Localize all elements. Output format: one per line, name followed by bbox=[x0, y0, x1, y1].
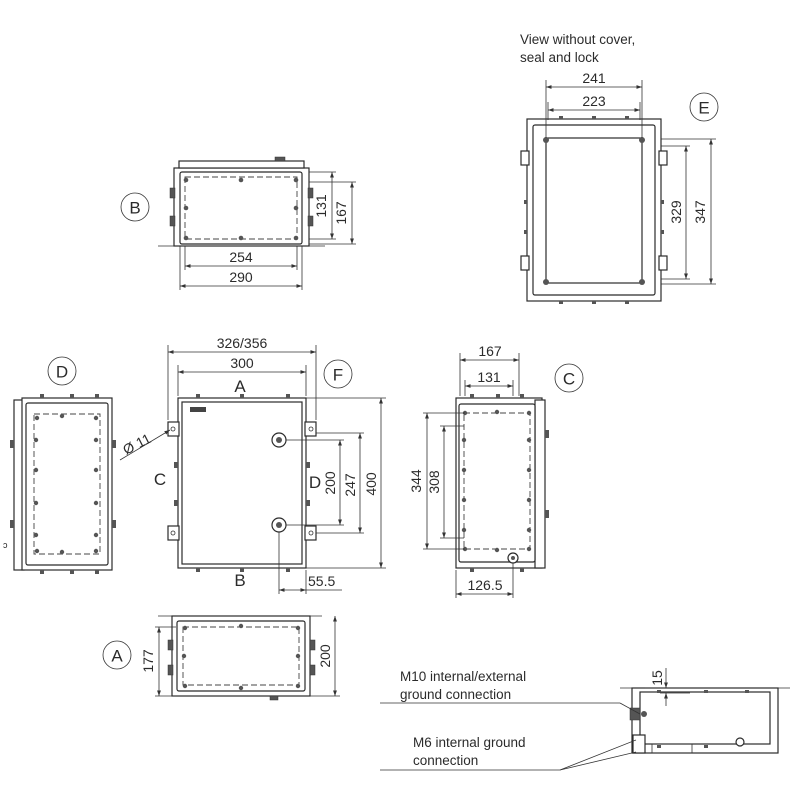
side-label-d: D bbox=[309, 473, 321, 492]
dim-167: 167 bbox=[333, 201, 349, 225]
dim-344: 344 bbox=[408, 469, 424, 493]
callout-m6-line1: M6 internal ground bbox=[413, 735, 526, 750]
dim-131c: 131 bbox=[477, 369, 501, 385]
dim-55-5: 55.5 bbox=[308, 573, 335, 589]
view-label-e: E bbox=[698, 99, 709, 118]
detail-view: 15 M10 internal/external ground connecti… bbox=[380, 668, 790, 771]
view-label-d: D bbox=[56, 363, 68, 382]
dim-200: 200 bbox=[322, 471, 338, 495]
e-note-line1: View without cover, bbox=[520, 32, 635, 47]
callout-m10-line2: ground connection bbox=[400, 687, 511, 702]
bolt-heads-b bbox=[183, 177, 299, 241]
dim-167c: 167 bbox=[478, 343, 502, 359]
side-label-c: C bbox=[154, 470, 166, 489]
front-view: 326/356 300 400 247 200 55.5 Ø 11 A C D … bbox=[119, 335, 386, 594]
dim-347: 347 bbox=[692, 200, 708, 224]
side-label-a: A bbox=[234, 377, 246, 396]
dim-223: 223 bbox=[582, 93, 606, 109]
view-label-a: A bbox=[111, 647, 123, 666]
dim-15: 15 bbox=[649, 670, 665, 686]
side-label-b: B bbox=[234, 571, 245, 590]
callout-m6-line2: connection bbox=[413, 753, 478, 768]
dim-326-356: 326/356 bbox=[217, 335, 268, 351]
dim-hole-dia: Ø 11 bbox=[120, 430, 154, 458]
d-side-mark: ↄ bbox=[3, 540, 8, 550]
dim-131: 131 bbox=[313, 194, 329, 218]
e-note-line2: seal and lock bbox=[520, 50, 599, 65]
dim-308: 308 bbox=[426, 470, 442, 494]
dim-247: 247 bbox=[342, 473, 358, 497]
dim-254: 254 bbox=[229, 249, 253, 265]
view-b: 254 290 131 167 B bbox=[120, 156, 356, 290]
view-label-f: F bbox=[333, 366, 343, 385]
view-a: 177 200 A bbox=[102, 615, 340, 701]
view-label-c: C bbox=[563, 370, 575, 389]
view-c: 167 131 344 308 126.5 C bbox=[408, 343, 584, 598]
dim-177: 177 bbox=[140, 649, 156, 673]
dim-241: 241 bbox=[582, 70, 606, 86]
dim-290: 290 bbox=[229, 269, 253, 285]
view-e: View without cover, seal and lock 241 bbox=[520, 32, 719, 304]
callout-m10-line1: M10 internal/external bbox=[400, 669, 526, 684]
dim-300: 300 bbox=[230, 355, 254, 371]
dim-200a: 200 bbox=[317, 644, 333, 668]
view-label-b: B bbox=[129, 199, 140, 218]
dim-126-5: 126.5 bbox=[467, 577, 502, 593]
view-d: ↄ D bbox=[3, 356, 116, 574]
dim-400: 400 bbox=[363, 472, 379, 496]
dim-329: 329 bbox=[668, 200, 684, 224]
